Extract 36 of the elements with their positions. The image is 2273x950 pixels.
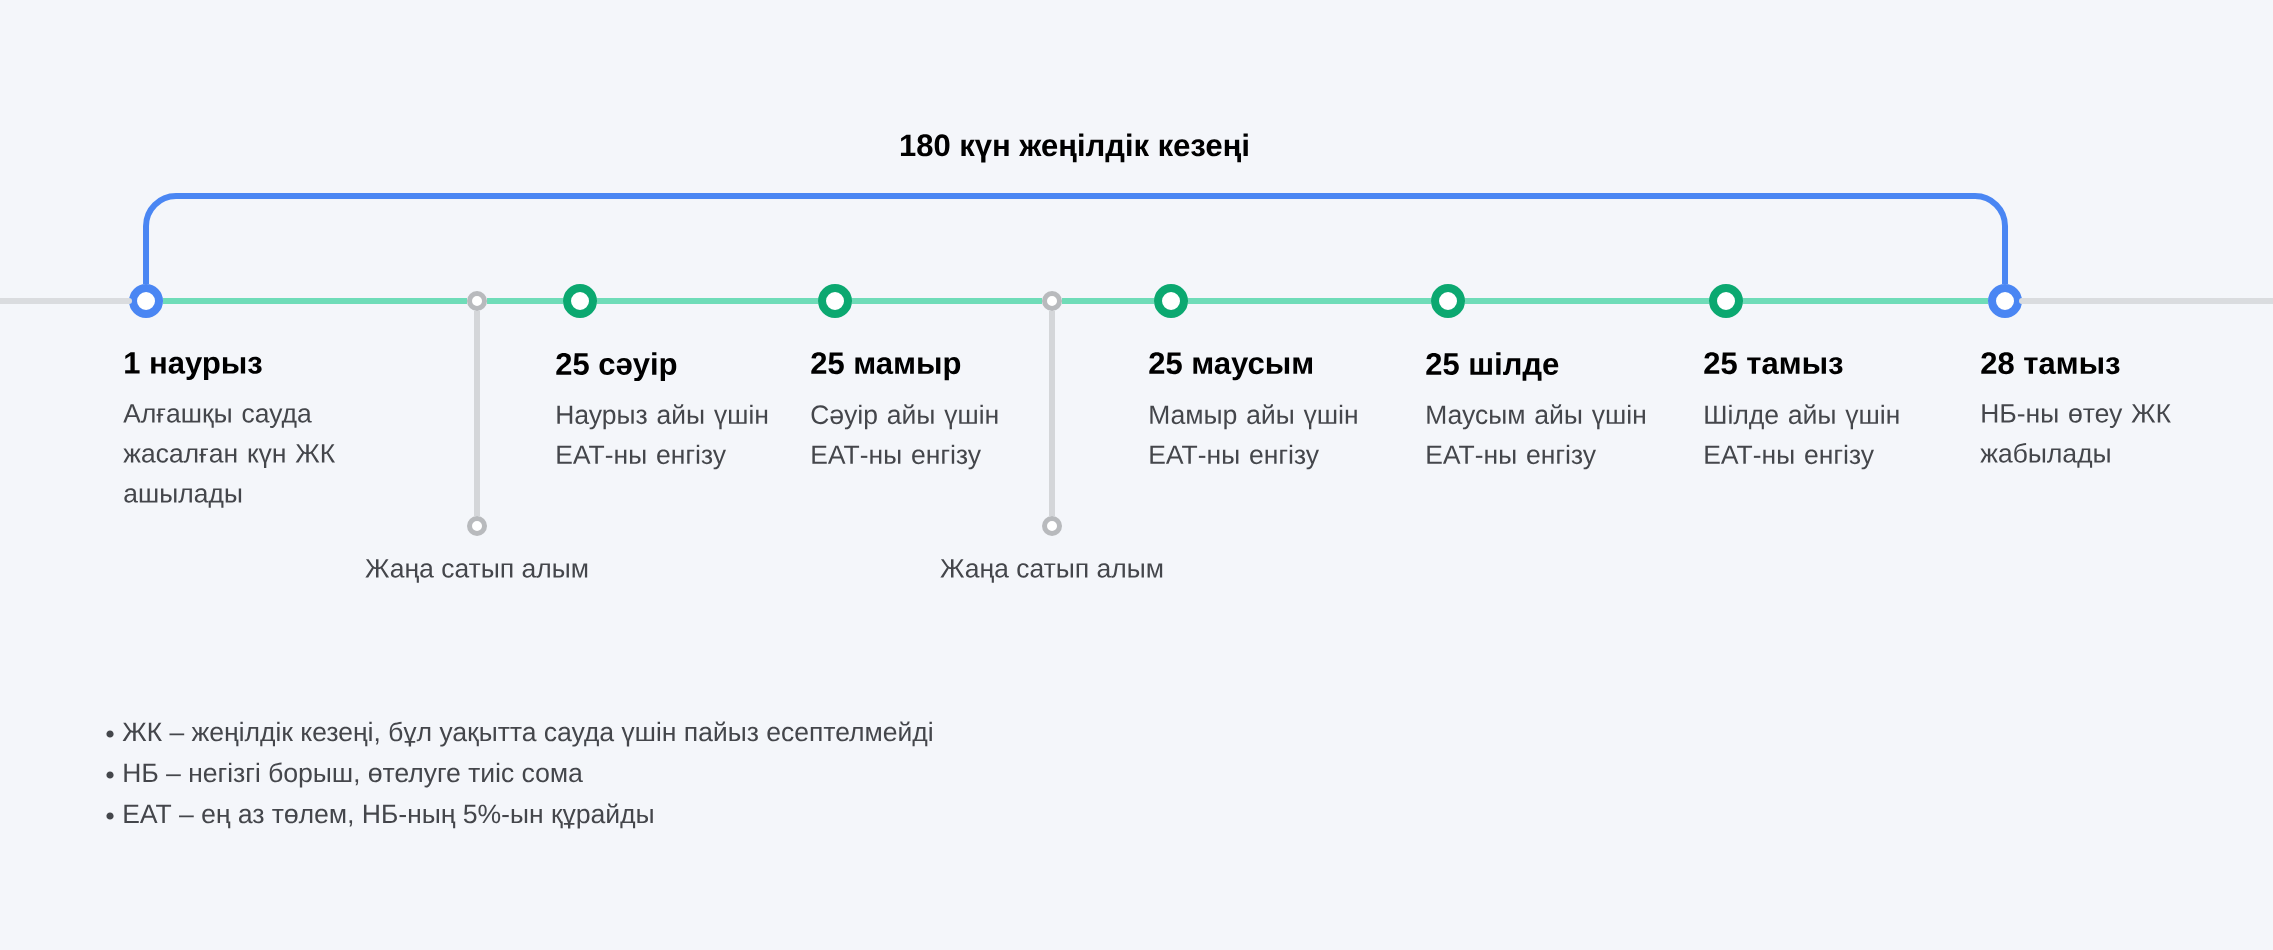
- note-text: ЖК – жеңілдік кезеңі, бұл уақытта сауда үшін пайыз есептелмейді: [122, 721, 932, 747]
- timeline-line: [143, 193, 2008, 284]
- date-label: 25 сәуір: [556, 352, 677, 382]
- timeline-line: [474, 311, 480, 516]
- timeline-dot: [467, 516, 487, 536]
- description-text: Алғашқы сауда жасалған күн ЖК ашылады: [123, 404, 336, 508]
- description-text: НБ-ны өтеу ЖК жабылады: [1980, 404, 2171, 468]
- timeline-dot: [129, 284, 163, 318]
- date-label: 28 тамыз: [1981, 352, 2120, 375]
- timeline-dot: [1709, 284, 1743, 318]
- period-label: 180 күн жеңілдік кезеңі: [900, 133, 1248, 163]
- timeline-dot: [563, 284, 597, 318]
- date-label: 25 мамыр: [811, 352, 961, 381]
- date-label: 25 тамыз: [1704, 352, 1843, 375]
- timeline-dot: [1988, 284, 2022, 318]
- note-text: НБ – негізгі борыш, өтелуге тиіс сома: [124, 762, 583, 788]
- timeline-line: [1049, 311, 1055, 516]
- description-text: Сәуір айы үшін ЕАТ-ны енгізу: [811, 404, 998, 470]
- timeline-line: [2019, 298, 2273, 304]
- event-label: Жаңа сатып алым: [940, 559, 1163, 583]
- description-text: Наурыз айы үшін ЕАТ-ны енгізу: [557, 404, 768, 470]
- description-text: Мамыр айы үшін ЕАТ-ны енгізу: [1150, 404, 1357, 470]
- description-text: Маусым айы үшін ЕАТ-ны енгізу: [1427, 404, 1645, 470]
- description-text: Шілде айы үшін ЕАТ-ны енгізу: [1705, 404, 1899, 470]
- timeline-dot: [818, 284, 852, 318]
- note-text: ЕАТ – ең аз төлем, НБ-ның 5%-ын құрайды: [124, 803, 653, 829]
- date-label: 25 маусым: [1149, 352, 1312, 381]
- timeline-dot: [1154, 284, 1188, 318]
- date-label: 25 шілде: [1426, 352, 1559, 381]
- timeline-dot: [1431, 284, 1465, 318]
- timeline-line: [0, 298, 132, 304]
- timeline-dot: [467, 291, 487, 311]
- timeline-dot: [1042, 291, 1062, 311]
- date-label: 1 наурыз: [125, 352, 262, 380]
- timeline-dot: [1042, 516, 1062, 536]
- event-label: Жаңа сатып алым: [365, 559, 588, 583]
